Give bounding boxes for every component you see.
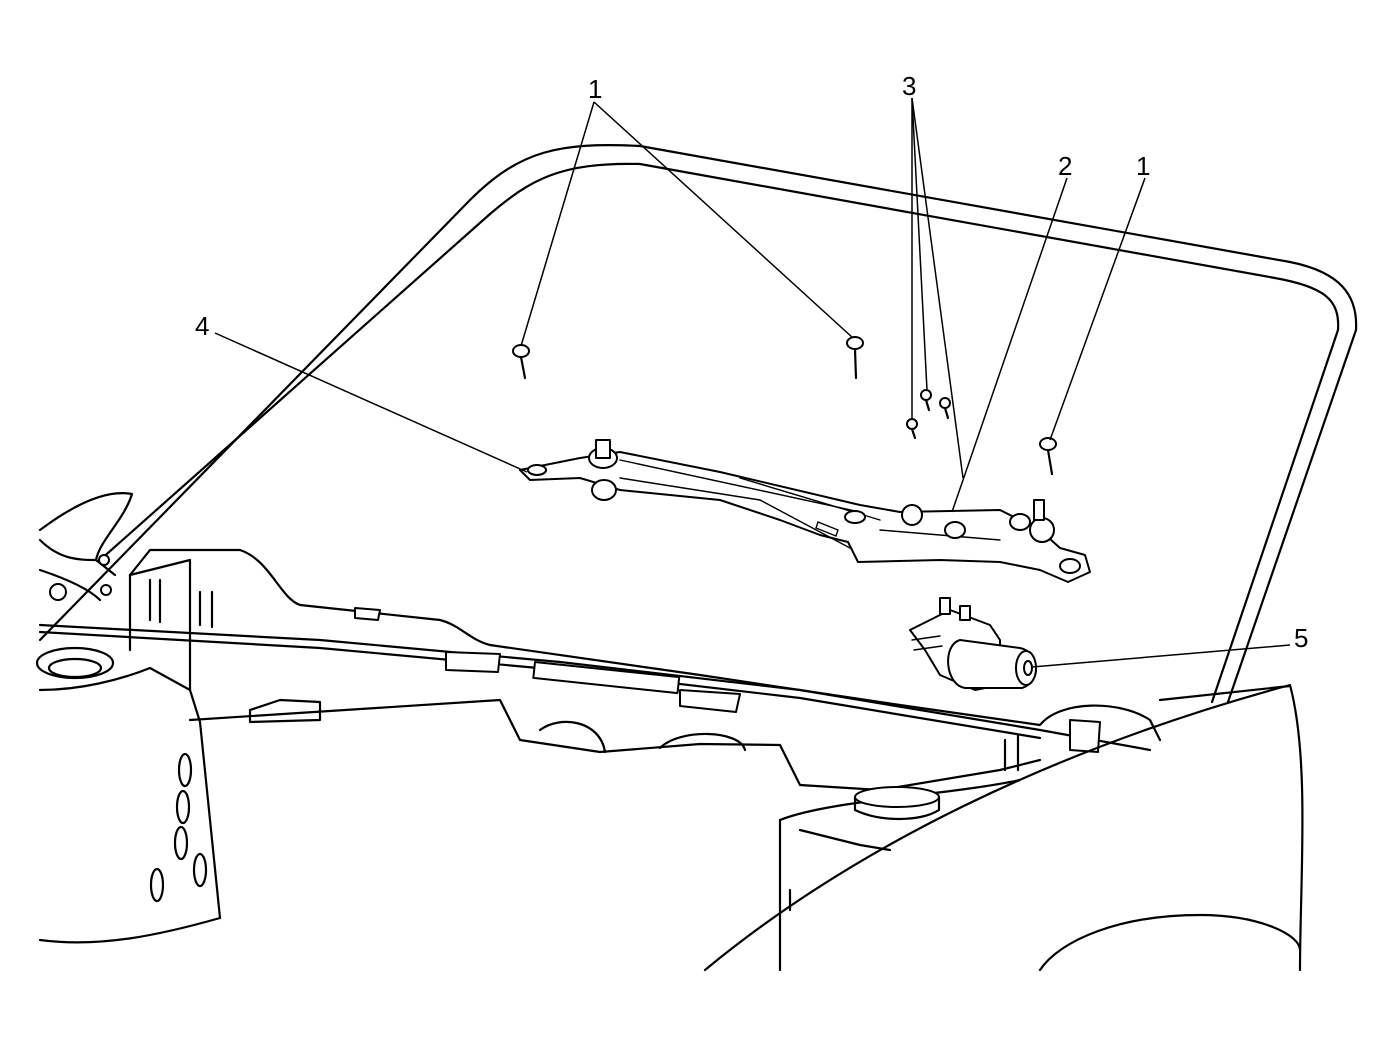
bolts: [512, 336, 1057, 476]
leader-lines: [214, 97, 1291, 668]
right-strut-tower: [778, 778, 1022, 972]
bolt-1-middle: [846, 336, 864, 380]
windshield: [38, 144, 1358, 704]
bolt-1-right: [1039, 437, 1057, 476]
callout-2: 2: [1058, 151, 1072, 181]
left-fender-area: [35, 492, 222, 944]
callout-labels: 1 3 2 1 4 5: [195, 71, 1308, 653]
bolt-1-left: [512, 344, 530, 380]
screw-3-a: [906, 418, 918, 440]
right-fender: [703, 683, 1304, 972]
callout-1-top-left: 1: [588, 74, 602, 104]
callout-3: 3: [902, 71, 916, 101]
left-inner-panel: [128, 558, 208, 903]
callout-4: 4: [195, 311, 209, 341]
cowl-panel: [38, 548, 1162, 792]
wiper-transmission-linkage: [519, 439, 1091, 583]
wiper-motor: [909, 597, 1037, 691]
screw-3-c: [939, 397, 951, 420]
callout-1-right: 1: [1136, 151, 1150, 181]
screw-3-b: [920, 389, 932, 412]
callout-5: 5: [1294, 623, 1308, 653]
